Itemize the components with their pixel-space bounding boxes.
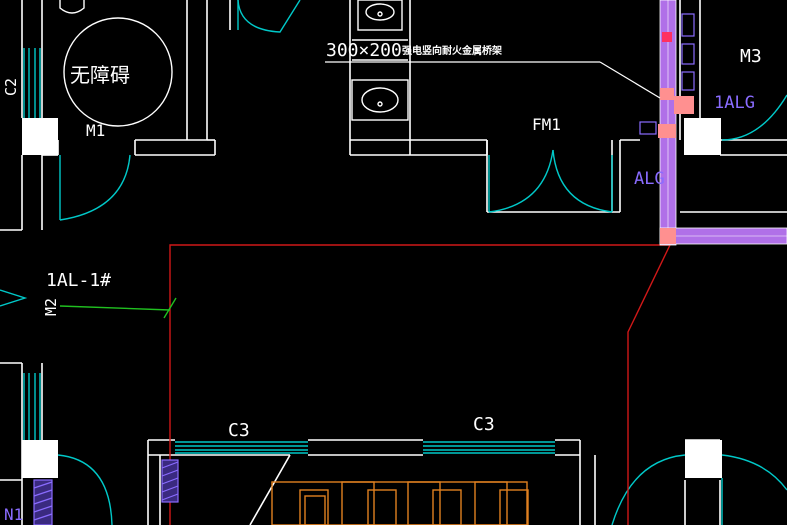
labels: 无障碍 M1 FM1 M3 1AL-1# C3 C3 300×200 强电竖向耐… — [2, 40, 762, 524]
door-label-m3: M3 — [740, 46, 762, 67]
cable-tray — [639, 0, 787, 246]
alg-label-lower: ALG — [634, 169, 665, 189]
accessible-room-label: 无障碍 — [70, 63, 130, 87]
column-4 — [685, 440, 722, 478]
tray-size-label: 300×200 — [326, 40, 402, 61]
furniture — [271, 481, 529, 525]
door-label-fm1: FM1 — [532, 115, 561, 134]
equipment-boxes — [33, 459, 179, 525]
window-label-c2: C2 — [2, 78, 20, 96]
tray-fitting-4 — [658, 124, 676, 138]
columns — [22, 118, 722, 478]
door-label-n1: N1 — [4, 505, 23, 524]
tray-fitting-3 — [674, 96, 694, 114]
accessible-turning-circle — [63, 17, 173, 127]
alg-label-upper: 1ALG — [714, 93, 755, 113]
tray-fitting-2 — [660, 88, 674, 100]
annotation-leader — [325, 61, 661, 99]
windows — [23, 48, 555, 454]
window-label-c3-right: C3 — [473, 414, 495, 435]
green-branch — [59, 297, 177, 319]
tray-fitting-5 — [660, 228, 676, 244]
sanitary-fixtures — [59, 0, 409, 127]
column-2 — [684, 118, 721, 155]
window-label-c3-left: C3 — [228, 420, 250, 441]
door-label-m2: M2 — [42, 298, 60, 316]
column-1 — [22, 118, 58, 155]
column-3 — [22, 440, 58, 478]
tray-note-label: 强电竖向耐火金属桥架 — [402, 44, 502, 57]
tray-fitting-1 — [662, 32, 672, 42]
circuit-label: 1AL-1# — [46, 270, 111, 291]
door-label-m1: M1 — [86, 121, 105, 140]
